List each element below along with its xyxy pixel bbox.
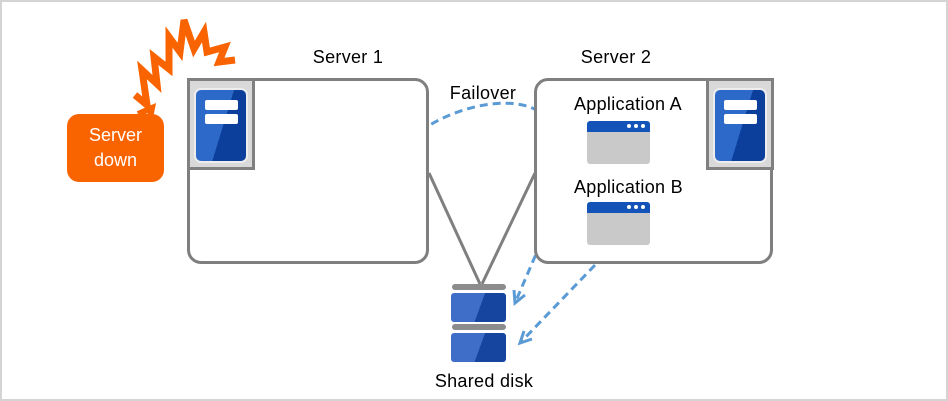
app-titlebar <box>587 202 650 213</box>
failover-label: Failover <box>449 83 517 103</box>
application-a-label: Application A <box>574 94 682 114</box>
server2-disk-connector <box>480 172 537 285</box>
application-b-label: Application B <box>574 177 683 197</box>
server-drive-slot <box>205 114 238 124</box>
disk-unit <box>451 332 506 362</box>
window-buttons-icon <box>627 205 645 209</box>
app-titlebar <box>587 121 650 132</box>
appA-disk-arrowhead <box>512 289 526 306</box>
server1-tower-icon <box>187 78 255 170</box>
server-tower-body <box>194 88 248 163</box>
shared-disk-label: Shared disk <box>434 371 534 391</box>
server-tower-body <box>713 88 767 163</box>
shared-disk-icon <box>451 284 506 362</box>
server-down-callout: Server down <box>67 114 164 182</box>
server-drive-slot <box>724 100 757 110</box>
server1-disk-connector <box>427 172 482 285</box>
server1-label: Server 1 <box>312 47 384 67</box>
server-drive-slot <box>205 100 238 110</box>
server2-label: Server 2 <box>580 47 652 67</box>
explosion-flash-icon <box>132 18 236 114</box>
server-drive-slot <box>724 114 757 124</box>
appB-disk-arrowhead <box>517 330 533 346</box>
server2-tower-icon <box>706 78 774 170</box>
app-window-body <box>587 213 650 245</box>
disk-cap <box>451 284 506 290</box>
app-window-body <box>587 132 650 164</box>
appB-disk-arrow <box>518 235 624 345</box>
application-b-window-icon <box>587 202 650 245</box>
callout-line1: Server <box>88 125 142 145</box>
window-buttons-icon <box>627 124 645 128</box>
callout-line2: down <box>93 150 138 170</box>
application-a-window-icon <box>587 121 650 164</box>
disk-unit <box>451 292 506 322</box>
disk-cap <box>451 324 506 331</box>
